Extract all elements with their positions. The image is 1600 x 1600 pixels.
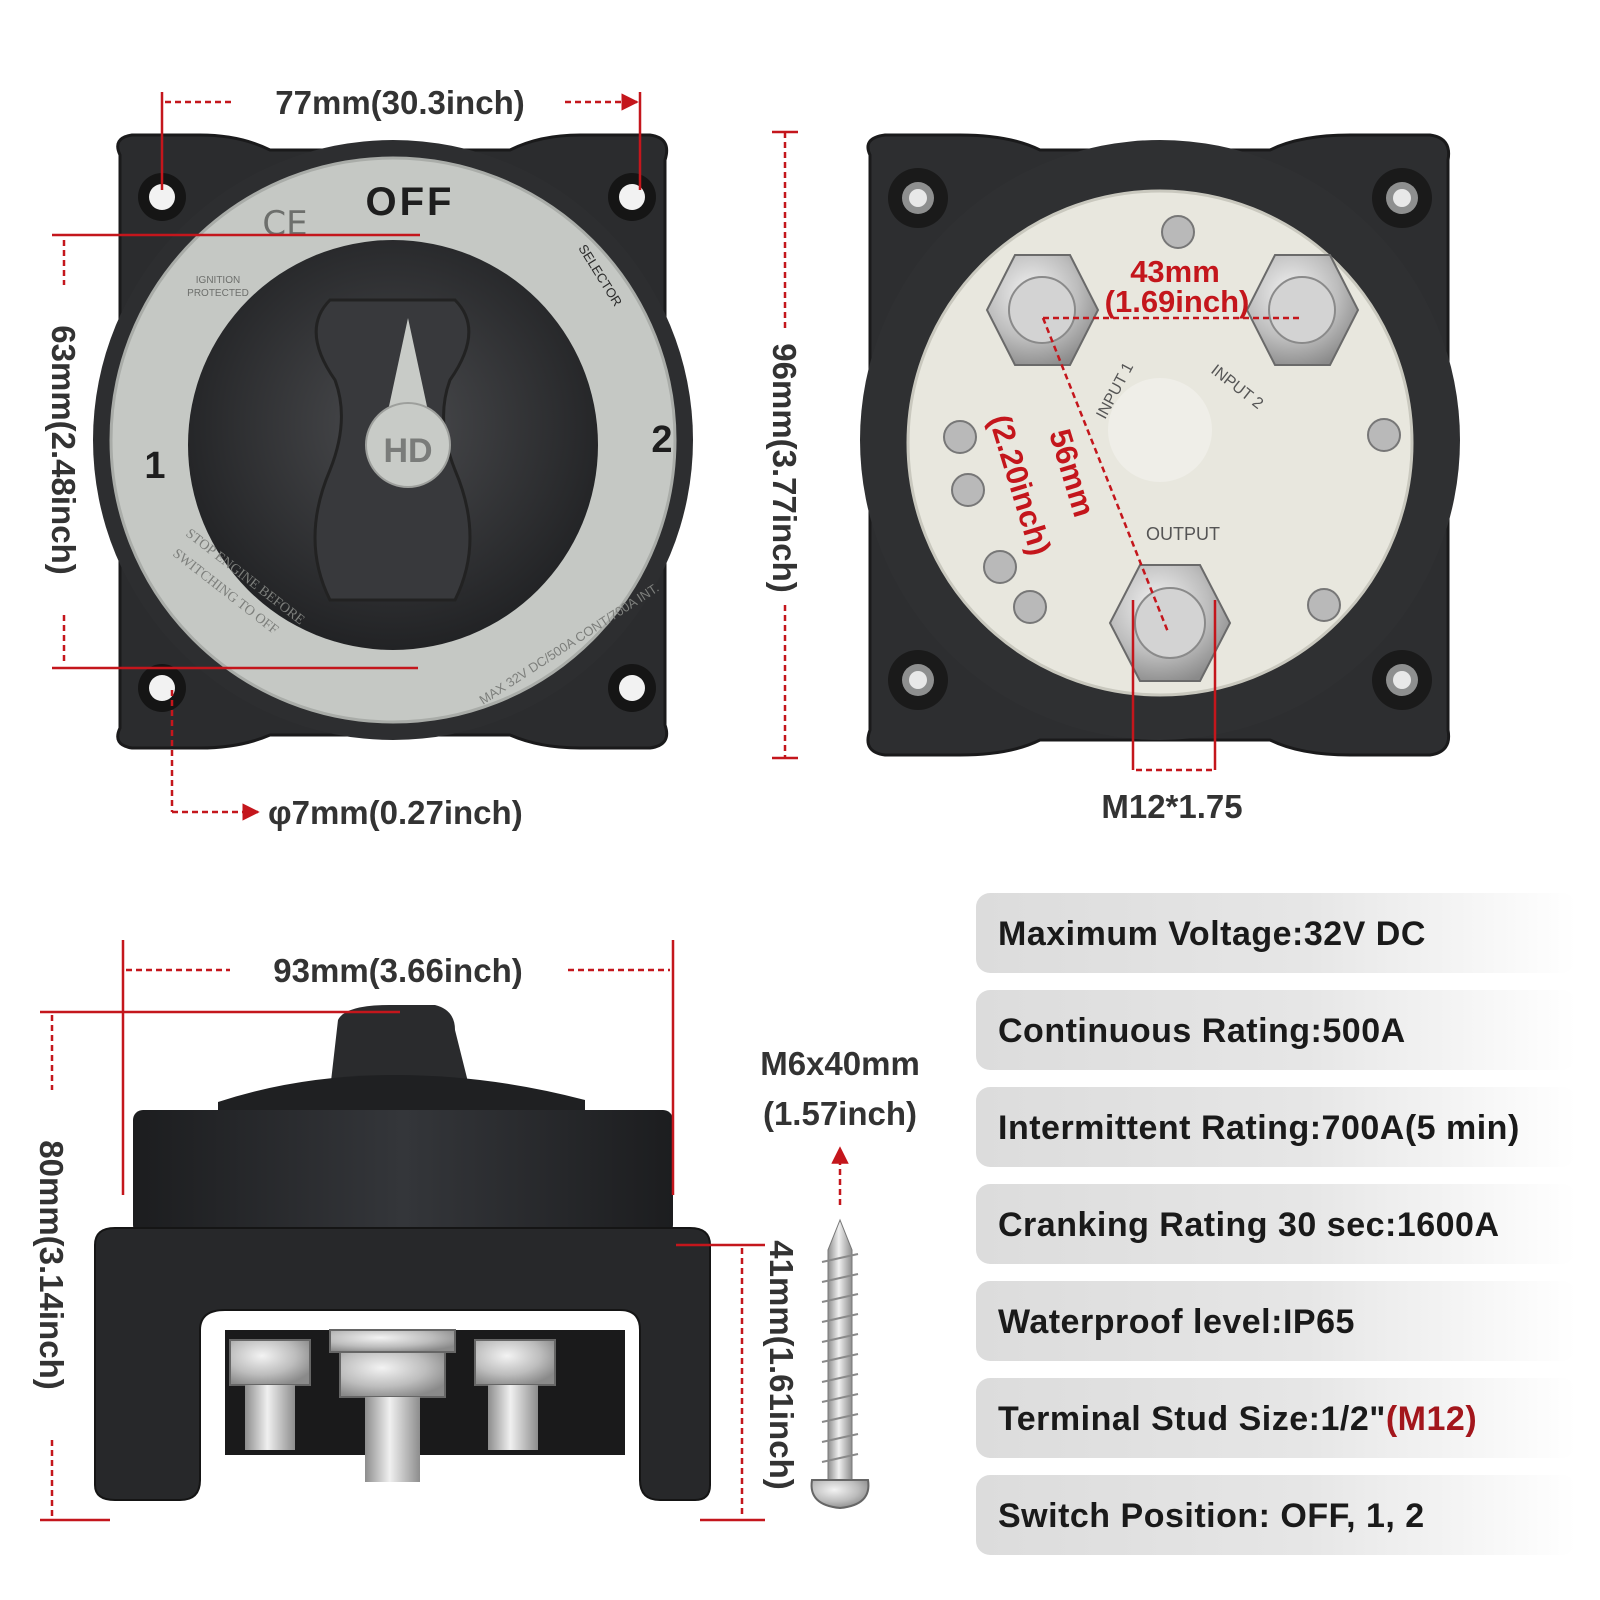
spec-terminal-stud-highlight: (M12) bbox=[1385, 1400, 1478, 1438]
spec-item: Cranking Rating 30 sec:1600A bbox=[976, 1184, 1576, 1264]
terminal-spacing-dim: 43mm bbox=[1130, 254, 1220, 289]
mounting-hole bbox=[1372, 168, 1432, 228]
spec-intermittent-rating: Intermittent Rating:700A(5 min) bbox=[998, 1109, 1520, 1147]
mounting-hole bbox=[138, 664, 186, 712]
front-switch: HD OFF 1 2 CE IGNITION PROTECTED SELECTO… bbox=[93, 133, 693, 750]
mounting-hole bbox=[608, 664, 656, 712]
base-height-dim: 41mm(1.61inch) bbox=[763, 1240, 800, 1489]
side-width-dim: 93mm(3.66inch) bbox=[273, 952, 522, 989]
side-height-dim: 80mm(3.14inch) bbox=[33, 1140, 70, 1389]
small-screws bbox=[943, 215, 1401, 624]
input2-terminal bbox=[1245, 254, 1360, 366]
back-switch: INPUT 1 INPUT 2 OUTPUT bbox=[860, 133, 1460, 757]
off-label: OFF bbox=[366, 180, 455, 224]
position-2-label: 2 bbox=[651, 419, 672, 461]
hole-diameter-dim: φ7mm(0.27inch) bbox=[268, 794, 523, 831]
spec-waterproof: Waterproof level:IP65 bbox=[998, 1303, 1355, 1341]
mounting-hole bbox=[888, 650, 948, 710]
spec-item: Intermittent Rating:700A(5 min) bbox=[976, 1087, 1576, 1167]
protected-label: PROTECTED bbox=[187, 288, 249, 299]
spec-continuous-rating: Continuous Rating:500A bbox=[998, 1012, 1406, 1050]
front-inner-height-dim: 63mm(2.48inch) bbox=[45, 325, 82, 574]
spec-item: Switch Position: OFF, 1, 2 bbox=[976, 1475, 1576, 1555]
mounting-hole bbox=[138, 173, 186, 221]
side-stud-center bbox=[329, 1329, 456, 1482]
mounting-hole bbox=[1372, 650, 1432, 710]
spec-item: Waterproof level:IP65 bbox=[976, 1281, 1576, 1361]
side-stud-left bbox=[229, 1339, 311, 1450]
mounting-hole bbox=[608, 173, 656, 221]
ce-mark: CE bbox=[262, 204, 307, 244]
position-1-label: 1 bbox=[144, 445, 165, 487]
output-label: OUTPUT bbox=[1146, 524, 1220, 544]
spec-terminal-stud: Terminal Stud Size:1/2"(M12) bbox=[998, 1400, 1477, 1439]
hd-label: HD bbox=[383, 432, 432, 470]
front-dimensions: 77mm(30.3inch) 63mm(2.48inch) φ7mm(0.27i… bbox=[45, 84, 803, 831]
screw-size-label: M6x40mm bbox=[760, 1045, 920, 1082]
total-height-dim: 96mm(3.77inch) bbox=[766, 343, 803, 592]
mounting-screw: M6x40mm (1.57inch) bbox=[760, 1045, 920, 1510]
spec-item: Maximum Voltage:32V DC bbox=[976, 893, 1576, 973]
spec-item: Terminal Stud Size:1/2"(M12) bbox=[976, 1378, 1576, 1458]
front-width-dim: 77mm(30.3inch) bbox=[275, 84, 524, 121]
spec-item: Continuous Rating:500A bbox=[976, 990, 1576, 1070]
spec-max-voltage: Maximum Voltage:32V DC bbox=[998, 915, 1426, 953]
screw-size-inch: (1.57inch) bbox=[763, 1095, 917, 1132]
stud-thread-dim: M12*1.75 bbox=[1101, 788, 1242, 825]
spec-cranking-rating: Cranking Rating 30 sec:1600A bbox=[998, 1206, 1500, 1244]
side-switch bbox=[94, 1005, 711, 1501]
spec-switch-position: Switch Position: OFF, 1, 2 bbox=[998, 1497, 1425, 1535]
side-dimensions: 93mm(3.66inch) 80mm(3.14inch) 41mm(1.61i… bbox=[33, 940, 800, 1522]
mounting-hole bbox=[888, 168, 948, 228]
spec-terminal-stud-text: Terminal Stud Size:1/2" bbox=[998, 1400, 1386, 1438]
ignition-label: IGNITION bbox=[196, 275, 240, 286]
side-stud-right bbox=[474, 1339, 556, 1450]
input1-terminal bbox=[985, 254, 1100, 366]
terminal-spacing-inch: (1.69inch) bbox=[1105, 284, 1250, 319]
output-terminal bbox=[1108, 564, 1232, 682]
